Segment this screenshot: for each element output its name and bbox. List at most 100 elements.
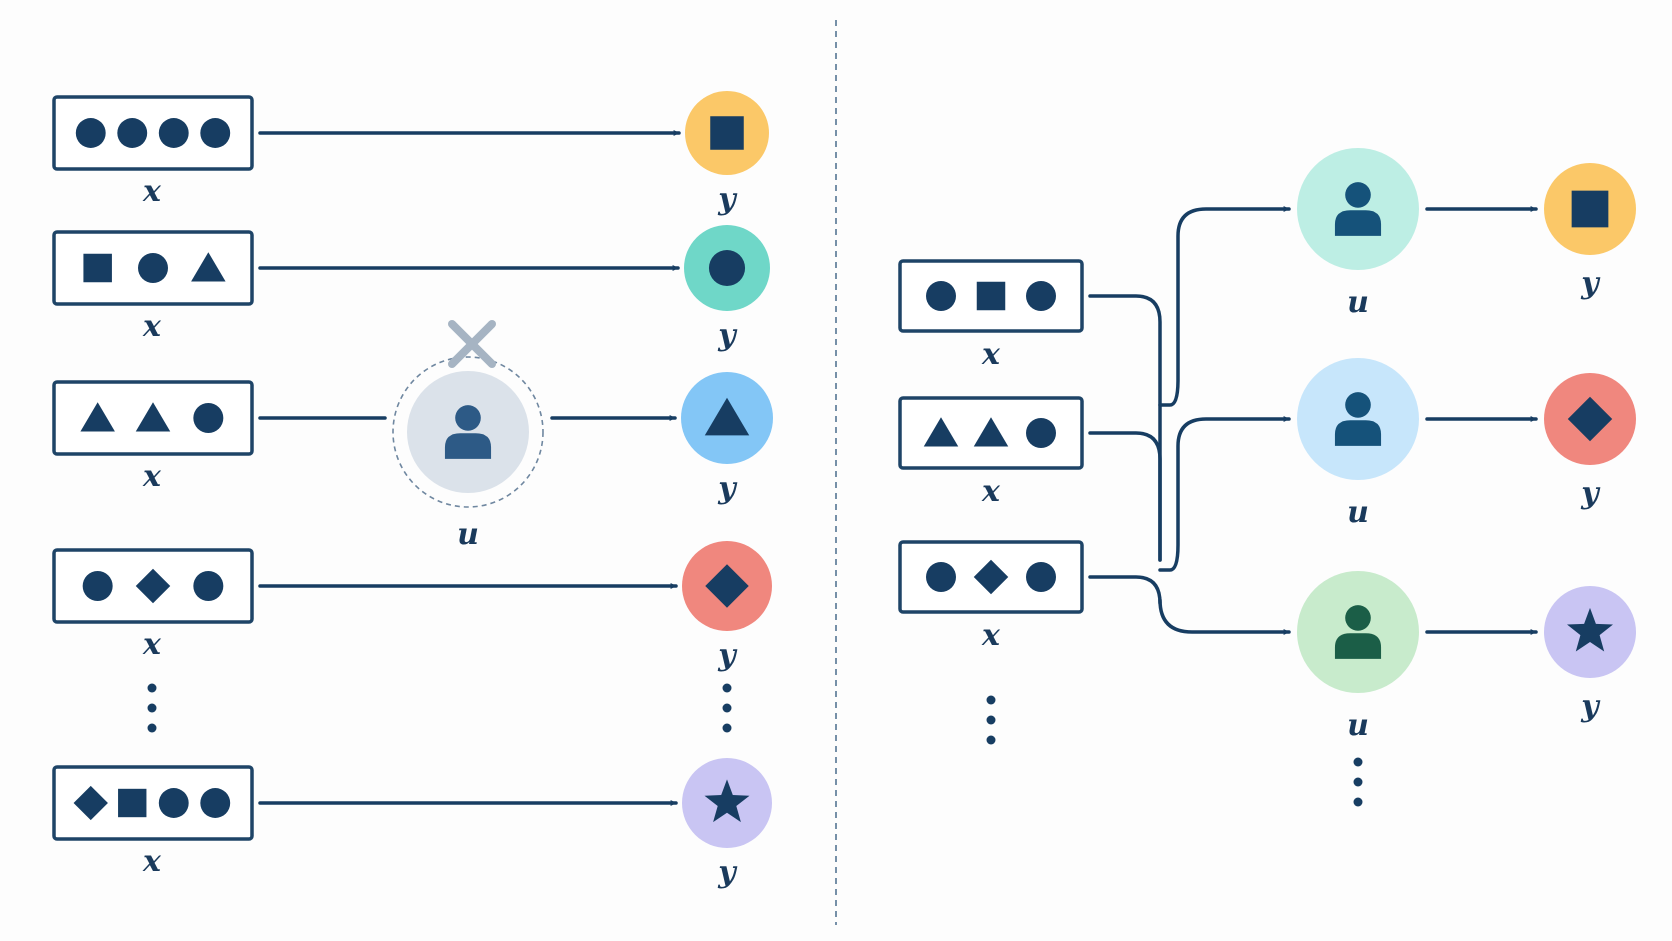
left-y-label-2: y [717,318,738,353]
left-output-node-2 [684,225,770,311]
left-output-ellipsis [722,683,732,733]
left-input-box-5 [52,765,254,841]
left-y-label-4: y [717,638,738,673]
star-shape [704,779,750,823]
left-input-box-4 [52,548,254,624]
diamond-shape [705,564,749,608]
mix-out-2 [1158,416,1291,572]
square-shape [118,788,147,818]
left-output-node-1 [685,91,769,175]
blocked-user-halo [392,356,544,508]
square-shape [710,116,744,150]
circle-shape [1026,281,1056,311]
mix-out-1 [1158,206,1291,407]
circle-shape [926,281,956,311]
left-x-label-2: x [142,309,162,344]
circle-shape [200,118,231,148]
diamond-shape [73,785,108,821]
right-x-label-1: x [981,337,1001,372]
triangle-shape [80,402,115,432]
circle-shape [708,249,746,287]
triangle-shape [135,402,171,432]
right-input-ellipsis [986,695,996,745]
triangle-shape [923,417,959,447]
triangle-shape [973,417,1009,447]
triangle-shape [191,252,226,282]
square-shape [976,281,1006,311]
right-y-label-1: y [1580,266,1601,301]
circle-shape [158,788,189,818]
square-shape [83,253,112,283]
right-y-label-3: y [1580,689,1601,724]
right-u-label-1: u [1347,285,1369,320]
star-shape [1567,607,1613,652]
blocked-user-node [407,371,529,493]
input-box-frame [52,95,254,171]
triangle-shape [704,397,750,436]
left-y-label-5: y [717,855,738,890]
input-box-frame [52,765,254,841]
left-input-ellipsis [147,683,157,733]
connections-layer [258,20,1538,925]
cross-icon [448,320,496,368]
circle-shape [926,562,956,592]
mix-in-1 [1088,294,1162,562]
circle-shape [75,118,106,148]
left-input-box-3 [52,380,254,456]
left-y-label-3: y [717,471,738,506]
labels-layer: x y x y x y u x y x y x x x u y u y u y [142,174,1601,890]
mix-in-2 [1088,431,1162,562]
right-output-node-1 [1544,163,1636,255]
circle-shape [193,403,224,433]
right-user-node-3 [1297,571,1419,693]
mix-out-3 [1158,598,1291,635]
user-disc [407,371,529,493]
right-user-ellipsis [1353,757,1363,807]
right-user-node-2 [1297,358,1419,480]
left-x-label-3: x [142,459,162,494]
right-u-label-2: u [1347,495,1369,530]
left-y-label-1: y [717,182,738,217]
diamond-shape [135,568,171,604]
right-input-box-2 [898,396,1084,470]
circle-shape [158,118,189,148]
circle-shape [1026,418,1056,448]
circle-shape [117,118,148,148]
right-user-node-1 [1297,148,1419,270]
user-icon [1334,392,1382,446]
circle-shape [200,788,231,818]
right-y-label-2: y [1580,476,1601,511]
right-output-node-2 [1544,373,1636,465]
right-x-label-2: x [981,474,1001,509]
left-x-label-4: x [142,627,162,662]
square-shape [1571,190,1609,228]
right-input-box-1 [898,259,1084,333]
right-u-label-3: u [1347,708,1369,743]
user-disc [1297,571,1419,693]
right-input-box-3 [898,540,1084,614]
left-output-node-5 [682,758,772,848]
diamond-shape [1567,396,1613,442]
right-x-label-3: x [981,618,1001,653]
diamond-shape [973,559,1009,595]
user-icon [444,405,492,459]
circle-shape [193,571,224,601]
left-x-label-5: x [142,844,162,879]
blocked-u-label: u [457,517,479,552]
circle-shape [1026,562,1056,592]
right-output-node-3 [1544,586,1636,678]
user-disc [1297,358,1419,480]
user-icon [1334,182,1382,236]
mix-in-3 [1088,575,1162,605]
left-input-box-1 [52,95,254,171]
circle-shape [82,571,113,601]
left-output-node-3 [681,372,773,464]
left-output-node-4 [682,541,772,631]
nodes-layer [52,91,1636,848]
user-disc [1297,148,1419,270]
left-x-label-1: x [142,174,162,209]
circle-shape [138,253,168,283]
user-icon [1334,605,1382,659]
